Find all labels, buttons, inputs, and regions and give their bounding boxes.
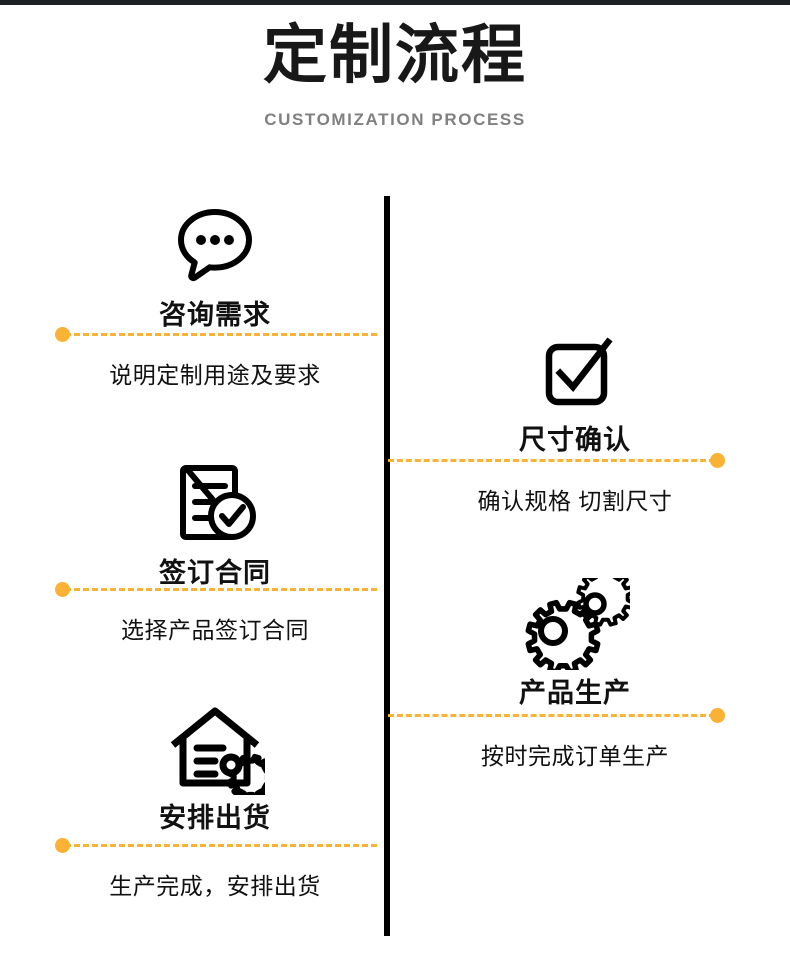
connector-4 bbox=[388, 708, 725, 724]
connector-2 bbox=[388, 453, 725, 469]
step-item-4: 产品生产 bbox=[405, 578, 745, 710]
page-header: 定制流程 CUSTOMIZATION PROCESS bbox=[0, 0, 790, 130]
connector-dash bbox=[388, 459, 715, 462]
step-title: 咨询需求 bbox=[159, 300, 271, 330]
step-desc-wrap-2: 确认规格 切割尺寸 bbox=[405, 474, 745, 516]
step-description: 选择产品签订合同 bbox=[121, 617, 309, 643]
factory-gear-icon bbox=[45, 703, 385, 795]
page-title: 定制流程 bbox=[263, 19, 527, 91]
step-desc-wrap-5: 生产完成，安排出货 bbox=[45, 859, 385, 901]
speech-bubble-dots-icon bbox=[45, 200, 385, 292]
top-accent-bar bbox=[0, 0, 790, 5]
step-item-3: 签订合同 bbox=[45, 458, 385, 590]
connector-dash bbox=[65, 333, 377, 336]
timeline-spine bbox=[384, 196, 390, 936]
connector-dot bbox=[55, 838, 70, 853]
connector-dash bbox=[65, 588, 377, 591]
connector-dot bbox=[710, 453, 725, 468]
gears-icon bbox=[405, 578, 745, 670]
step-desc-wrap-4: 按时完成订单生产 bbox=[405, 729, 745, 771]
step-desc-wrap-3: 选择产品签订合同 bbox=[45, 603, 385, 645]
step-description: 说明定制用途及要求 bbox=[109, 362, 321, 388]
step-title: 产品生产 bbox=[519, 678, 631, 708]
step-description: 按时完成订单生产 bbox=[481, 743, 669, 769]
connector-1 bbox=[55, 327, 385, 343]
step-item-5: 安排出货 bbox=[45, 703, 385, 835]
step-description: 生产完成，安排出货 bbox=[109, 873, 321, 899]
step-description: 确认规格 切割尺寸 bbox=[477, 488, 673, 514]
checkbox-check-icon bbox=[405, 325, 745, 417]
page-subtitle: CUSTOMIZATION PROCESS bbox=[264, 110, 526, 129]
connector-dot bbox=[710, 708, 725, 723]
step-desc-wrap-1: 说明定制用途及要求 bbox=[45, 348, 385, 390]
connector-3 bbox=[55, 582, 385, 598]
step-item-1: 咨询需求 bbox=[45, 200, 385, 332]
connector-5 bbox=[55, 838, 385, 854]
step-title: 安排出货 bbox=[159, 803, 271, 833]
connector-dash bbox=[388, 714, 715, 717]
document-check-icon bbox=[45, 458, 385, 550]
step-title: 签订合同 bbox=[159, 558, 271, 588]
step-item-2: 尺寸确认 bbox=[405, 325, 745, 457]
connector-dot bbox=[55, 582, 70, 597]
connector-dot bbox=[55, 327, 70, 342]
step-title: 尺寸确认 bbox=[519, 425, 631, 455]
connector-dash bbox=[65, 844, 377, 847]
